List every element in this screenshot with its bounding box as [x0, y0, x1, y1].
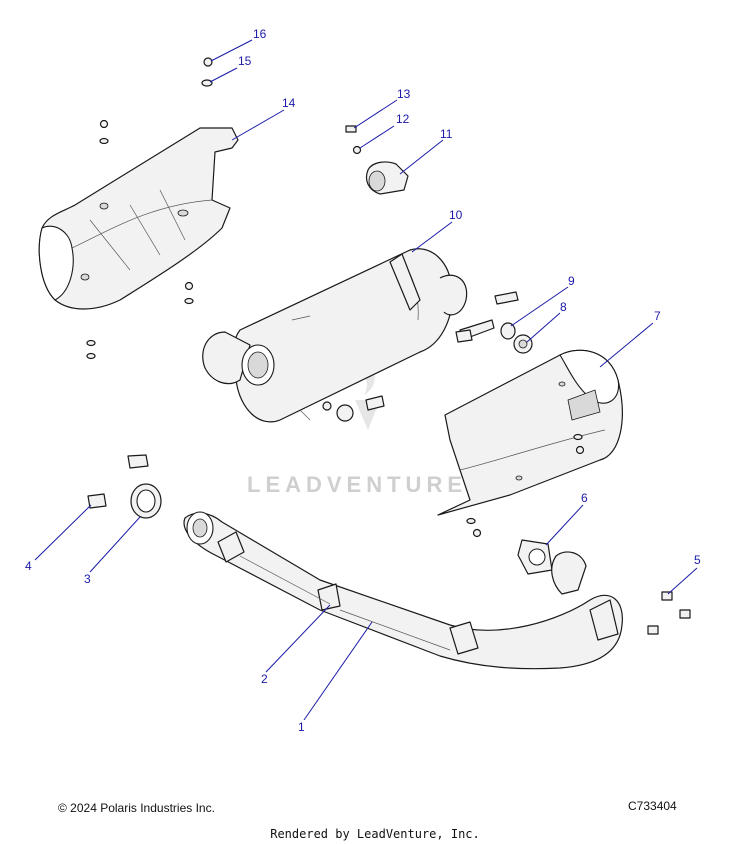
callout-11: 11	[440, 127, 453, 141]
exhaust-head-pipe	[183, 511, 623, 670]
watermark-text: LEADVENTURE	[247, 472, 467, 497]
callout-10: 10	[449, 208, 463, 222]
callout-1: 1	[298, 720, 305, 734]
callout-8: 8	[560, 300, 567, 314]
callout-labels: 1 2 3 4 5 6 7 8 9 10 11 12 13 14 15 16	[25, 27, 701, 734]
copyright-notice: © 2024 Polaris Industries Inc.	[58, 801, 215, 815]
callout-13: 13	[397, 87, 411, 101]
muffler	[202, 248, 495, 423]
callout-3: 3	[84, 572, 91, 586]
header-bolts	[647, 591, 691, 635]
callout-16: 16	[253, 27, 267, 41]
part-code: C733404	[628, 799, 677, 813]
exhaust-springs	[87, 454, 149, 509]
tailpipe-tip	[365, 161, 409, 195]
upper-heat-shield	[38, 127, 239, 310]
callout-6: 6	[581, 491, 588, 505]
heat-shield-fasteners	[86, 119, 194, 360]
callout-7: 7	[654, 309, 661, 323]
callout-9: 9	[568, 274, 575, 288]
leader-lines	[34, 39, 698, 721]
callout-5: 5	[694, 553, 701, 567]
exhaust-gasket	[517, 539, 553, 575]
bolt-12-13	[345, 125, 362, 155]
rendered-by-credit: Rendered by LeadVenture, Inc.	[270, 827, 480, 841]
lower-shield-fasteners	[466, 433, 585, 538]
watermark: LEADVENTURE	[247, 360, 467, 497]
callout-15: 15	[238, 54, 252, 68]
callout-14: 14	[282, 96, 296, 110]
callout-2: 2	[261, 672, 268, 686]
muffler-mounts	[322, 291, 533, 422]
exhaust-seal-ring	[130, 483, 162, 519]
callout-4: 4	[25, 559, 32, 573]
callout-12: 12	[396, 112, 410, 126]
fasteners-15-16	[201, 57, 213, 87]
